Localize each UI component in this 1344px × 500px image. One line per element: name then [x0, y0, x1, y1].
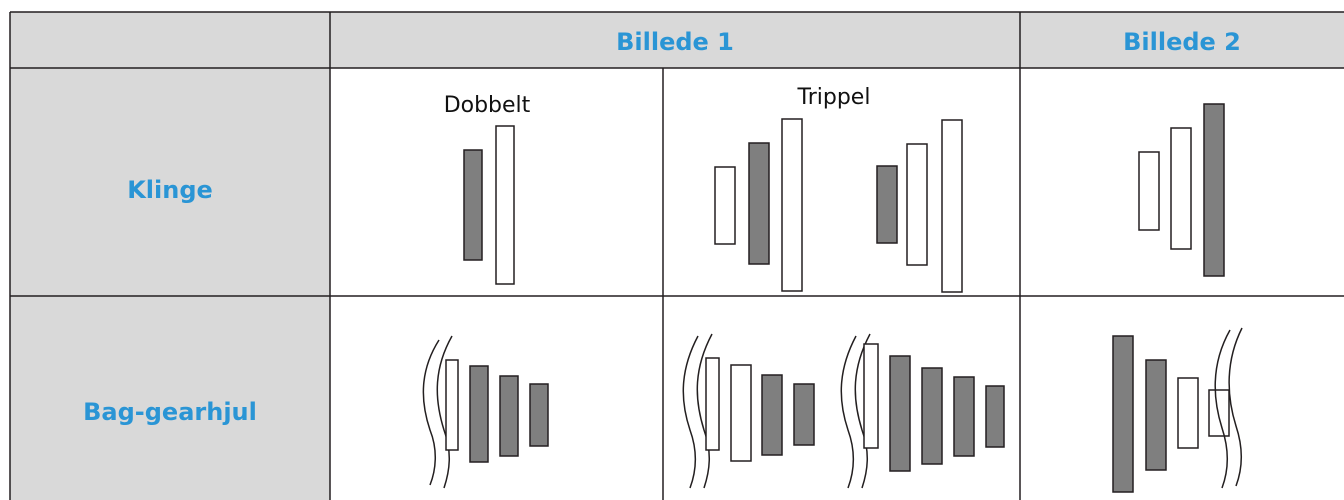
cog-highlighted [985, 385, 1005, 448]
chainring-triple-b-image1 [876, 119, 963, 293]
frame-curve-icon [840, 335, 857, 489]
label-triple: Trippel [797, 85, 871, 110]
frame-curve-icon [696, 333, 713, 489]
chainring-middle [906, 143, 928, 266]
label-column-bg [10, 12, 330, 500]
cog-highlighted [1145, 359, 1167, 471]
cog-highlighted [529, 383, 549, 447]
row-label-chainring: Klinge [127, 176, 213, 204]
chainring-small-highlighted [876, 165, 898, 244]
cog-highlighted [953, 376, 975, 457]
frame-curve-icon [1228, 327, 1243, 487]
chainring-large [495, 125, 515, 285]
chainring-triple-image2 [1138, 103, 1225, 277]
cog-highlighted [469, 365, 489, 463]
cog-highlighted [761, 374, 783, 456]
frame-curve-icon [854, 333, 871, 489]
chainring-small-highlighted [463, 149, 483, 261]
cog [1177, 377, 1199, 449]
chainring-large [941, 119, 963, 293]
cassette-image1-a [422, 335, 549, 489]
chainring-triple-a-image1 [714, 118, 803, 292]
chainring-large-highlighted [1203, 103, 1225, 277]
row-label-cassette: Bag-gearhjul [83, 398, 257, 426]
chainring-large [781, 118, 803, 292]
cog-smallest [1208, 389, 1230, 437]
label-double: Dobbelt [444, 93, 531, 118]
frame-curve-icon [422, 339, 440, 486]
cassette-image1-c [840, 333, 1005, 489]
frame-curve-icon [682, 335, 699, 489]
table-grid [9, 11, 1344, 500]
header-image-2: Billede 2 [1123, 28, 1241, 56]
cassette-image1-b [682, 333, 815, 489]
cog-largest-highlighted [1112, 335, 1134, 493]
frame-curve-icon [1214, 329, 1231, 489]
chainring-small [714, 166, 736, 245]
header-image-1: Billede 1 [616, 28, 734, 56]
chainring-middle-highlighted [748, 142, 770, 265]
chainring-double-image1 [463, 125, 515, 285]
cog-highlighted [793, 383, 815, 446]
frame-curve-icon [436, 335, 453, 489]
cog-highlighted [921, 367, 943, 465]
cog [730, 364, 752, 462]
cog-largest [445, 359, 459, 451]
chainring-middle [1170, 127, 1192, 250]
cog-highlighted [499, 375, 519, 457]
cog-largest [705, 357, 720, 451]
cassette-image2 [1112, 327, 1243, 493]
cog-highlighted [889, 355, 911, 472]
chainring-small [1138, 151, 1160, 231]
cog-largest [863, 343, 879, 449]
